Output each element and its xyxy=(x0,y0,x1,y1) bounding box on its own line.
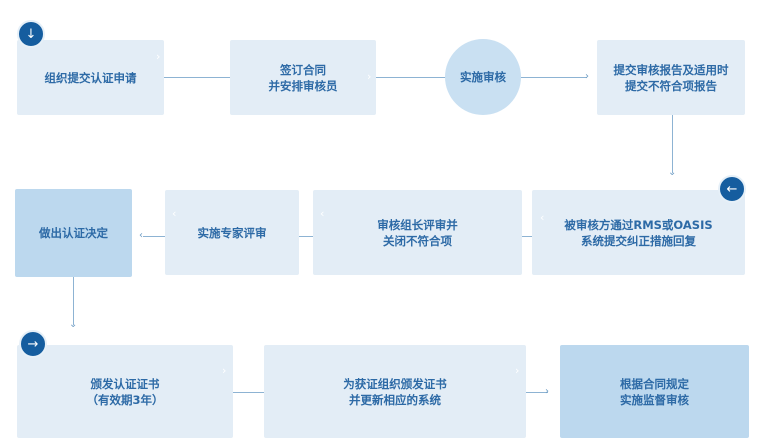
connector xyxy=(143,236,165,237)
step-lead-review: 审核组长评审并 关闭不符合项 xyxy=(313,190,522,275)
connector xyxy=(233,392,264,393)
chevron-left-icon: ‹ xyxy=(320,207,325,220)
chevron-right-icon: › xyxy=(156,50,161,63)
chevron-right-icon: › xyxy=(515,364,520,377)
step-submit-application: 组织提交认证申请 xyxy=(17,40,164,115)
connector xyxy=(73,277,74,325)
connector xyxy=(672,115,673,173)
step-issue-certificate: 颁发认证证书 （有效期3年） xyxy=(17,345,233,438)
arrow-right-icon: › xyxy=(545,386,549,397)
chevron-left-icon: ‹ xyxy=(172,207,177,220)
connector xyxy=(521,77,587,78)
step-surveillance-audit: 根据合同规定 实施监督审核 xyxy=(560,345,749,438)
step-submit-report: 提交审核报告及适用时 提交不符合项报告 xyxy=(597,40,745,115)
connector xyxy=(299,236,313,237)
arrow-left-icon: ‹ xyxy=(139,230,143,241)
arrow-down-badge-icon: ↓ xyxy=(17,20,45,48)
step-certification-decision: 做出认证决定 xyxy=(15,189,132,277)
connector xyxy=(522,236,532,237)
step-expert-review: 实施专家评审 xyxy=(165,190,299,275)
connector xyxy=(376,77,446,78)
arrow-down-icon: ⌄ xyxy=(69,319,78,330)
chevron-right-icon: › xyxy=(367,70,372,83)
arrow-down-icon: ⌄ xyxy=(668,167,677,178)
step-corrective-action: 被审核方通过RMS或OASIS 系统提交纠正措施回复 xyxy=(532,190,745,275)
arrow-right-badge-icon: → xyxy=(19,330,47,358)
step-sign-contract: 签订合同 并安排审核员 xyxy=(230,40,376,115)
connector xyxy=(164,77,230,78)
connector xyxy=(526,392,548,393)
chevron-left-icon: ‹ xyxy=(540,211,545,224)
chevron-right-icon: › xyxy=(222,364,227,377)
step-conduct-audit: 实施审核 xyxy=(445,39,521,115)
arrow-right-icon: › xyxy=(585,71,589,82)
step-update-system: 为获证组织颁发证书 并更新相应的系统 xyxy=(264,345,526,438)
arrow-left-badge-icon: ← xyxy=(718,175,746,203)
